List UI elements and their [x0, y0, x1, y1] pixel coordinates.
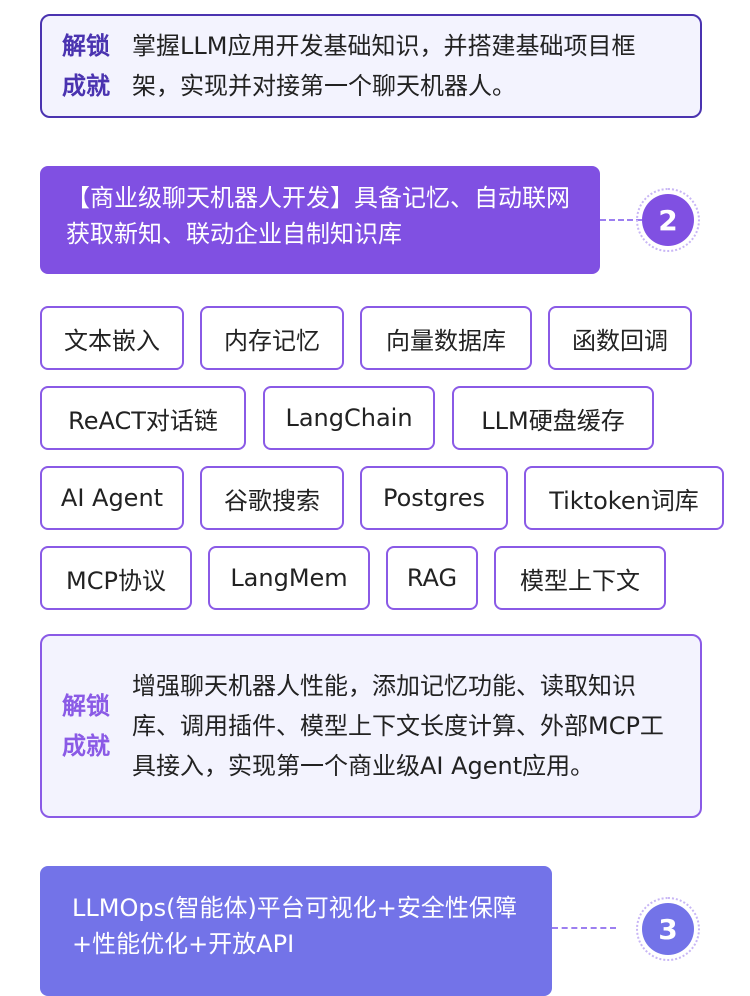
- stage2-achievement: 解锁成就 增强聊天机器人性能，添加记忆功能、读取知识库、调用插件、模型上下文长度…: [40, 634, 702, 818]
- tag: LangMem: [208, 546, 370, 610]
- tag: MCP协议: [40, 546, 192, 610]
- achievement-label: 解锁成就: [62, 32, 110, 100]
- stage2-title: 【商业级聊天机器人开发】具备记忆、自动联网获取新知、联动企业自制知识库: [40, 166, 600, 274]
- tag: LLM硬盘缓存: [452, 386, 654, 450]
- tag: LangChain: [263, 386, 435, 450]
- tag: ReACT对话链: [40, 386, 246, 450]
- tag: AI Agent: [40, 466, 184, 530]
- achievement-text: 增强聊天机器人性能，添加记忆功能、读取知识库、调用插件、模型上下文长度计算、外部…: [132, 672, 664, 780]
- tag: 文本嵌入: [40, 306, 184, 370]
- achievement-text: 掌握LLM应用开发基础知识，并搭建基础项目框架，实现并对接第一个聊天机器人。: [132, 32, 636, 100]
- stage1-achievement: 解锁成就 掌握LLM应用开发基础知识，并搭建基础项目框架，实现并对接第一个聊天机…: [40, 14, 702, 118]
- tag: Tiktoken词库: [524, 466, 724, 530]
- tag: 模型上下文: [494, 546, 666, 610]
- stage3-number-badge: 3: [636, 897, 700, 961]
- connector: [552, 927, 616, 929]
- tag: 内存记忆: [200, 306, 344, 370]
- stage3-title: LLMOps(智能体)平台可视化+安全性保障+性能优化+开放API: [40, 866, 552, 996]
- tag: 向量数据库: [360, 306, 532, 370]
- tag: Postgres: [360, 466, 508, 530]
- achievement-label: 解锁成就: [62, 692, 110, 760]
- tag: 函数回调: [548, 306, 692, 370]
- stage2-number-badge: 2: [636, 188, 700, 252]
- tag: RAG: [386, 546, 478, 610]
- connector: [600, 219, 642, 221]
- tag: 谷歌搜索: [200, 466, 344, 530]
